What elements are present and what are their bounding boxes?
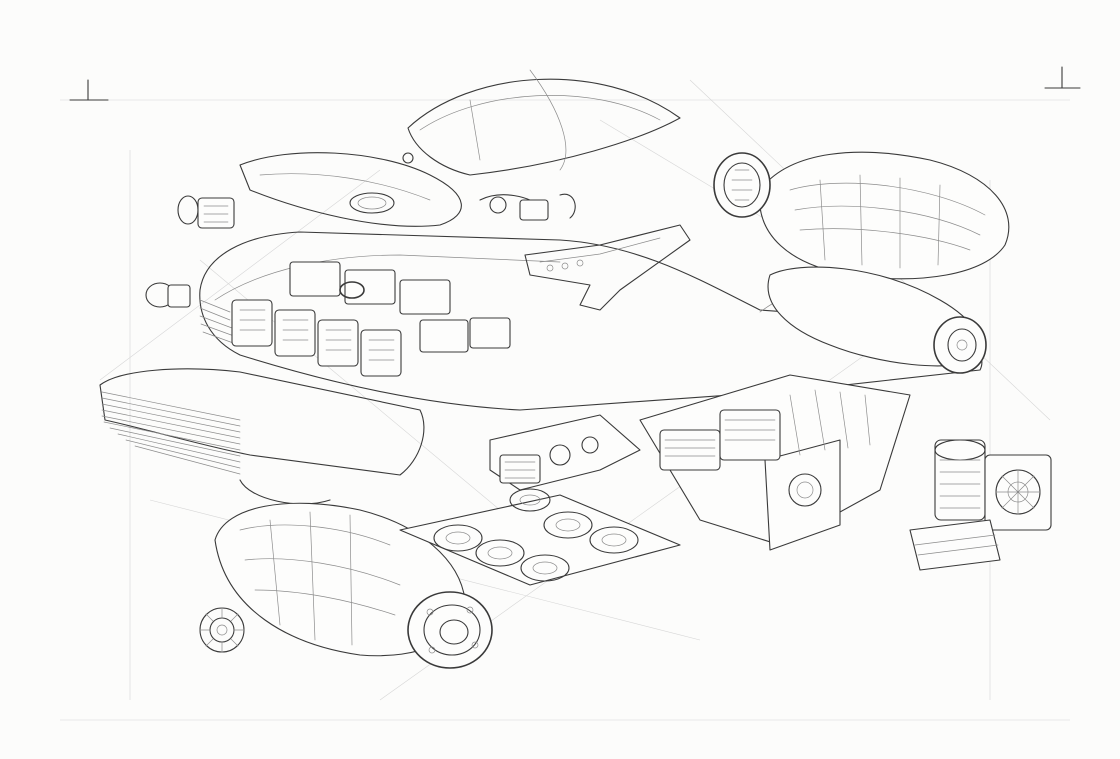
- nose-panel: [239, 152, 462, 227]
- side-turbine-unit: [909, 439, 1052, 571]
- small-turbine-wheel: [199, 607, 245, 653]
- engine-bay: [231, 261, 511, 377]
- registration-mark-left: [69, 79, 109, 101]
- rear-chassis-block: [639, 374, 911, 551]
- left-engine-pod: [214, 502, 493, 669]
- registration-mark-right: [1044, 66, 1081, 89]
- front-small-parts: [145, 193, 576, 308]
- canopy: [407, 69, 681, 176]
- center-mechanism: [489, 414, 641, 491]
- upper-frame-rail: [524, 224, 691, 311]
- right-engine-pod-lower: [767, 266, 987, 374]
- radiator-fin-panel: [99, 368, 425, 505]
- fan-array-plate: [399, 488, 681, 586]
- right-engine-pod-upper: [713, 151, 1010, 280]
